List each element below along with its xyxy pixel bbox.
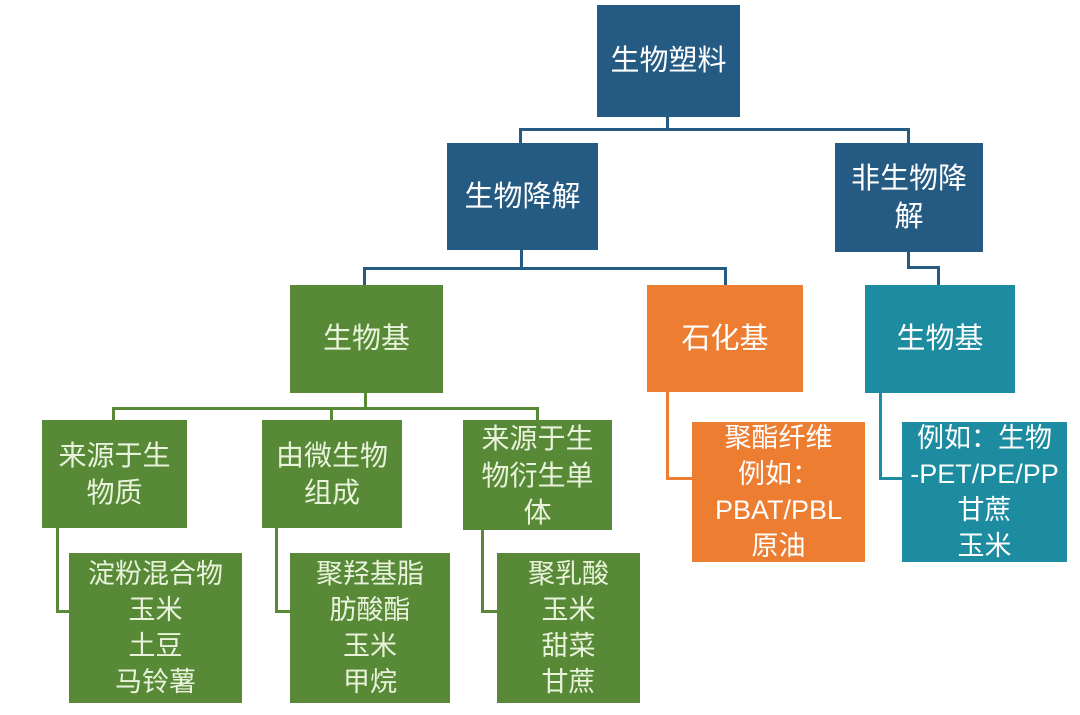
node-polyester-fiber-label: 聚酯纤维 例如： PBAT/PBL 原油 — [714, 423, 843, 561]
connector-level2-hbar — [519, 128, 910, 131]
node-pha-label: 聚羟基脂 肪酸酯 玉米 甲烷 — [316, 559, 424, 697]
connector-pha-elbow — [275, 610, 292, 613]
connector-non-biodegradable-stem — [907, 252, 910, 269]
connector-non-biodegradable-step — [907, 266, 940, 269]
node-bio-based-non-biodegradable-label: 生物基 — [896, 323, 984, 355]
connector-pla-elbow — [481, 610, 499, 613]
connector-bio-based-deg-top — [363, 267, 366, 286]
node-bioplastics-label: 生物塑料 — [610, 45, 727, 77]
node-starch-blends: 淀粉混合物 玉米 土豆 马铃薯 — [69, 553, 242, 703]
node-biodegradable: 生物降解 — [447, 143, 598, 250]
connector-polyester-elbow — [666, 477, 694, 480]
connector-level3-hbar — [363, 267, 727, 270]
connector-bio-based-deg-stem — [364, 393, 367, 409]
node-from-biomass-label: 来源于生 物质 — [58, 440, 171, 508]
connector-from-biomass-top — [112, 407, 115, 421]
connector-level4-hbar — [112, 407, 539, 410]
connector-bio-monomers-top — [536, 407, 539, 421]
connector-bio-based-nondeg-top — [937, 266, 940, 286]
node-microbial-composed-label: 由微生物 组成 — [275, 440, 388, 508]
node-pla-label: 聚乳酸 玉米 甜菜 甘蔗 — [528, 559, 609, 697]
connector-bio-monomers-stem — [481, 530, 484, 613]
connector-bio-pet-elbow — [879, 477, 904, 480]
connector-microbial-top — [330, 407, 333, 421]
node-bio-derived-monomers: 来源于生 物衍生单 体 — [463, 420, 612, 530]
connector-bioplastics-stem — [666, 117, 669, 130]
node-bio-based-non-biodegradable: 生物基 — [865, 285, 1015, 393]
connector-microbial-stem — [275, 528, 278, 613]
node-starch-blends-label: 淀粉混合物 玉米 土豆 马铃薯 — [88, 559, 223, 697]
node-bio-pet-pe-pp: 例如：生物 -PET/PE/PP 甘蔗 玉米 — [902, 422, 1067, 562]
node-biodegradable-label: 生物降解 — [464, 180, 581, 213]
connector-biodegradable-top — [519, 128, 522, 144]
connector-bio-based-nondeg-stem — [879, 393, 882, 480]
connector-biodegradable-stem — [520, 250, 523, 270]
node-petro-based: 石化基 — [647, 285, 803, 392]
connector-petro-based-stem — [666, 392, 669, 480]
node-non-biodegradable-label: 非生物降 解 — [850, 162, 967, 233]
connector-from-biomass-stem — [56, 528, 59, 613]
node-polyester-fiber: 聚酯纤维 例如： PBAT/PBL 原油 — [692, 422, 865, 562]
connector-starch-elbow — [56, 610, 71, 613]
node-petro-based-label: 石化基 — [681, 322, 769, 355]
node-bioplastics: 生物塑料 — [597, 5, 740, 117]
connector-petro-based-top — [724, 267, 727, 286]
node-microbial-composed: 由微生物 组成 — [262, 420, 402, 528]
node-from-biomass: 来源于生 物质 — [42, 420, 187, 528]
node-pla: 聚乳酸 玉米 甜菜 甘蔗 — [497, 553, 640, 703]
node-bio-based-biodegradable: 生物基 — [290, 285, 443, 393]
node-bio-derived-monomers-label: 来源于生 物衍生单 体 — [481, 422, 594, 528]
node-non-biodegradable: 非生物降 解 — [835, 143, 983, 252]
connector-non-biodegradable-top — [907, 128, 910, 144]
node-bio-pet-pe-pp-label: 例如：生物 -PET/PE/PP 甘蔗 玉米 — [910, 423, 1059, 561]
node-pha: 聚羟基脂 肪酸酯 玉米 甲烷 — [290, 553, 450, 703]
node-bio-based-biodegradable-label: 生物基 — [322, 323, 410, 355]
